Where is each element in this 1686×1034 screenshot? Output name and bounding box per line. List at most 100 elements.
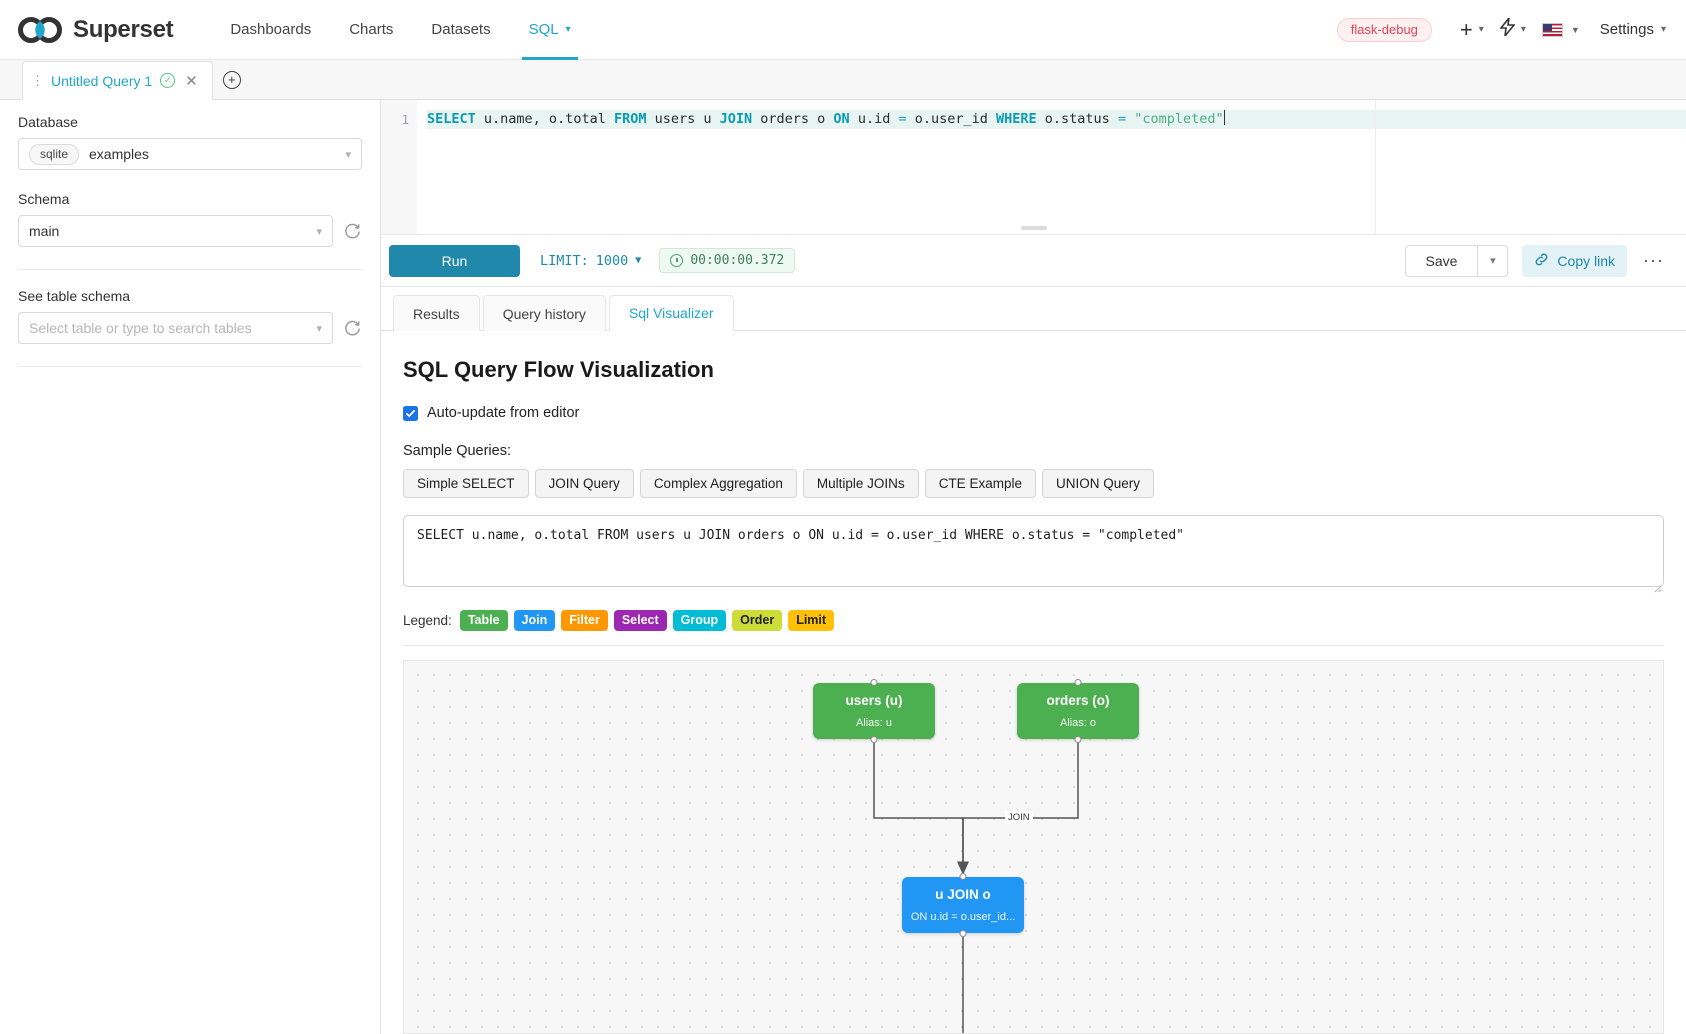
flow-node-users[interactable]: users (u) Alias: u (813, 679, 935, 743)
legend-chip-filter: Filter (561, 610, 608, 631)
panel-divider (18, 269, 362, 270)
query-timer: 00:00:00.372 (659, 248, 796, 273)
refresh-schema-icon[interactable] (343, 222, 362, 241)
sql-editor[interactable]: 1 SELECT u.name, o.total FROM users u JO… (381, 100, 1686, 235)
chevron-down-icon: ▼ (635, 255, 642, 266)
refresh-tables-icon[interactable] (343, 319, 362, 338)
nav-link-datasets[interactable]: Datasets (431, 21, 491, 38)
sample-button-multiple-joins[interactable]: Multiple JOINs (802, 469, 919, 498)
tab-sql-visualizer[interactable]: Sql Visualizer (608, 295, 734, 331)
editor-vertical-rule (1375, 100, 1376, 234)
sample-button-simple-select[interactable]: Simple SELECT (403, 469, 529, 498)
flow-node-orders[interactable]: orders (o) Alias: o (1017, 679, 1139, 743)
timer-value: 00:00:00.372 (690, 253, 785, 268)
us-flag-icon (1541, 22, 1563, 37)
toolbar-right-actions: Save ▾ Copy link ··· (1404, 244, 1669, 277)
panel-divider-2 (18, 366, 362, 367)
tab-query-history[interactable]: Query history (482, 295, 606, 331)
save-button[interactable]: Save (1404, 244, 1479, 277)
table-select[interactable]: Select table or type to search tables ▾ (18, 312, 333, 344)
query-tab-bar: ⋮ Untitled Query 1 ✓ ✕ + (0, 60, 1686, 100)
flow-node-users-sub: Alias: u (855, 716, 893, 729)
main-nav-links: Dashboards Charts Datasets SQL ▾ (211, 0, 589, 60)
port-top-icon (959, 873, 967, 880)
legend-chip-group: Group (672, 610, 727, 631)
editor-resize-handle[interactable] (1020, 226, 1047, 230)
chevron-down-icon: ▼ (1570, 24, 1580, 35)
editor-code-area[interactable]: SELECT u.name, o.total FROM users u JOIN… (417, 100, 1686, 234)
sample-button-union-query[interactable]: UNION Query (1041, 469, 1154, 498)
nav-link-dashboards[interactable]: Dashboards (230, 21, 312, 38)
superset-logo[interactable]: Superset (0, 16, 174, 44)
settings-menu[interactable]: Settings ▾ (1588, 21, 1666, 38)
table-select-placeholder: Select table or type to search tables (29, 320, 252, 336)
flask-debug-badge: flask-debug (1336, 17, 1432, 42)
database-select[interactable]: sqlite examples ▾ (18, 138, 362, 170)
port-top-icon (870, 679, 878, 686)
chevron-down-icon: ▾ (316, 322, 322, 335)
legend-label: Legend: (403, 613, 452, 628)
visualizer-header: SQL Query Flow Visualization Auto-update… (381, 357, 1686, 645)
legend-chip-join: Join (513, 610, 556, 631)
settings-label: Settings (1599, 21, 1654, 38)
sample-button-complex-aggregation[interactable]: Complex Aggregation (639, 469, 797, 498)
legend-chip-select: Select (613, 610, 667, 631)
flow-canvas[interactable]: JOIN users (u) Alias: u orders (o) Alias… (403, 660, 1664, 1034)
port-bottom-icon (959, 930, 967, 937)
line-number: 1 (401, 112, 409, 127)
table-row: Select table or type to search tables ▾ (18, 312, 362, 344)
legend-chip-table: Table (459, 610, 508, 631)
flow-node-join[interactable]: u JOIN o ON u.id = o.user_id... (902, 873, 1024, 937)
flow-node-users-title: users (u) (845, 693, 903, 709)
nav-link-sql-label: SQL (528, 21, 559, 38)
query-textarea[interactable] (403, 515, 1664, 587)
run-button[interactable]: Run (389, 244, 520, 277)
check-circle-icon: ✓ (160, 73, 176, 88)
more-options-icon[interactable]: ··· (1643, 250, 1664, 270)
nav-link-sql[interactable]: SQL ▾ (510, 0, 590, 60)
schema-select[interactable]: main ▾ (18, 215, 333, 247)
schema-label: Schema (18, 191, 70, 207)
new-item-button[interactable]: + ▾ (1452, 18, 1492, 41)
editor-gutter: 1 (381, 100, 417, 234)
link-icon (1534, 252, 1549, 270)
close-icon[interactable]: ✕ (185, 72, 198, 90)
add-query-tab-button[interactable]: + (213, 60, 251, 99)
query-tab-untitled-query-1[interactable]: ⋮ Untitled Query 1 ✓ ✕ (22, 61, 213, 100)
infinity-logo-icon (18, 16, 64, 43)
database-label: Database (18, 114, 78, 130)
chevron-down-icon: ▾ (1660, 24, 1666, 35)
auto-update-row: Auto-update from editor (403, 405, 1664, 421)
limit-dropdown[interactable]: LIMIT: 1000 ▼ (540, 253, 641, 269)
right-editor-panel: 1 SELECT u.name, o.total FROM users u JO… (381, 100, 1686, 1034)
chevron-down-icon: ▾ (565, 24, 571, 35)
chevron-down-icon: ▾ (345, 148, 351, 161)
drag-handle-icon[interactable]: ⋮ (31, 72, 44, 88)
plus-circle-icon: + (222, 70, 241, 89)
sample-button-cte-example[interactable]: CTE Example (924, 469, 1036, 498)
auto-update-label: Auto-update from editor (427, 405, 580, 421)
bolt-menu-button[interactable]: ▾ (1492, 15, 1534, 41)
sample-button-join-query[interactable]: JOIN Query (534, 469, 634, 498)
copy-link-label: Copy link (1557, 252, 1616, 269)
main-split: Database sqlite examples ▾ Schema main ▾… (0, 100, 1686, 1034)
legend-chip-limit: Limit (788, 610, 835, 631)
flow-node-join-title: u JOIN o (935, 887, 991, 903)
chevron-down-icon: ▾ (1520, 24, 1526, 35)
save-button-group: Save ▾ (1404, 244, 1509, 277)
language-selector[interactable]: ▼ (1534, 22, 1588, 37)
tab-results[interactable]: Results (393, 295, 480, 331)
edge-orders-to-join (962, 739, 1079, 869)
save-dropdown-button[interactable]: ▾ (1478, 244, 1509, 277)
chevron-down-icon: ▾ (1478, 24, 1484, 35)
see-table-schema-label: See table schema (18, 288, 131, 304)
nav-link-charts[interactable]: Charts (349, 21, 394, 38)
schema-value: main (29, 223, 60, 239)
limit-label: LIMIT: (540, 252, 589, 269)
copy-link-button[interactable]: Copy link (1522, 244, 1628, 277)
nav-right-cluster: flask-debug + ▾ ▾ ▼ Settings ▾ (1336, 15, 1686, 42)
top-navigation-bar: Superset Dashboards Charts Datasets SQL … (0, 0, 1686, 60)
result-tabs: Results Query history Sql Visualizer (381, 287, 1686, 331)
flow-node-orders-sub: Alias: o (1059, 716, 1097, 729)
auto-update-checkbox[interactable] (403, 405, 418, 421)
